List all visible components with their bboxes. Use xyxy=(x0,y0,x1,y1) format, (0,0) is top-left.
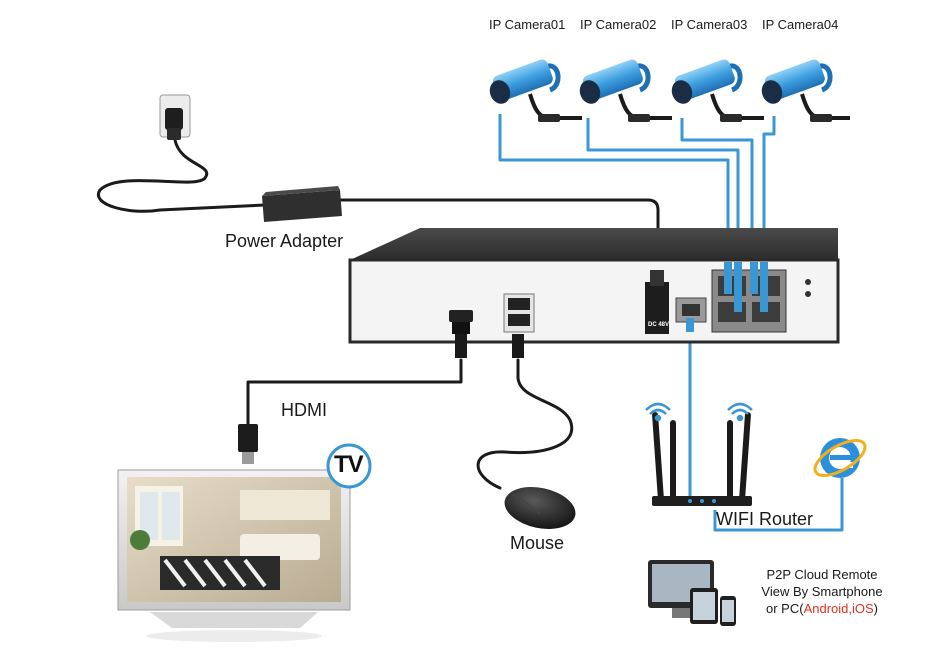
black-cables xyxy=(96,138,660,490)
lan-port xyxy=(675,297,707,332)
camera-cables xyxy=(498,116,844,532)
camera01-cable xyxy=(498,120,730,268)
power-adapter-label: Power Adapter xyxy=(225,231,344,251)
camera-label-3: IP Camera03 xyxy=(671,17,748,32)
p2p-line-2: View By Smartphone xyxy=(761,584,883,599)
camera-label-4: IP Camera04 xyxy=(762,17,839,32)
camera03-cable xyxy=(680,118,754,268)
p2p-line-3-prefix: or PC( xyxy=(766,601,804,616)
wall-plug-icon xyxy=(159,94,191,140)
nvr-recorder xyxy=(348,228,840,358)
reset-button xyxy=(805,291,811,297)
router-wan-cable xyxy=(713,478,844,532)
camera02-cable xyxy=(586,118,740,268)
dc-power-port xyxy=(645,270,669,334)
camera-label-1: IP Camera01 xyxy=(489,17,566,32)
p2p-caption: P2P Cloud Remote View By Smartphone or P… xyxy=(752,566,892,617)
tv-monitor-icon xyxy=(117,469,351,642)
tv-badge xyxy=(326,443,372,489)
ip-camera-icon-1 xyxy=(489,59,582,122)
dc-port-label: DC 48V xyxy=(648,322,670,328)
plug-cord xyxy=(96,138,267,213)
nvr-top xyxy=(350,228,838,262)
devices-icon xyxy=(648,560,736,626)
hdmi-label: HDMI xyxy=(281,400,327,420)
ip-camera-icon-2 xyxy=(579,59,672,122)
p2p-line-3: or PC(Android,iOS) xyxy=(752,600,892,617)
camera-label-2: IP Camera02 xyxy=(580,17,657,32)
adapter-output-cable xyxy=(338,198,660,270)
wifi-router-icon xyxy=(652,412,752,506)
p2p-platforms: Android,iOS xyxy=(803,601,874,616)
wifi-signal-icon-left xyxy=(645,402,671,422)
mouse-label: Mouse xyxy=(510,533,565,553)
ip-camera-icon-4 xyxy=(761,59,850,122)
usb-ports xyxy=(503,293,535,358)
ip-camera-icon-3 xyxy=(671,59,764,122)
internet-explorer-icon xyxy=(813,438,867,478)
wifi-signal-icon-right xyxy=(727,402,753,422)
poe-ports xyxy=(711,262,787,333)
p2p-line-1: P2P Cloud Remote xyxy=(766,567,878,582)
wifi-router-label: WIFI Router xyxy=(716,509,814,529)
tv-badge-label: TV xyxy=(334,451,364,478)
mouse-icon xyxy=(504,487,576,529)
hdmi-port xyxy=(449,310,473,358)
hdmi-connector xyxy=(238,424,258,464)
mouse-cable xyxy=(476,358,574,490)
p2p-line-3-suffix: ) xyxy=(873,601,878,616)
camera04-cable xyxy=(762,116,776,268)
hdmi-cable xyxy=(246,358,463,427)
power-adapter-icon xyxy=(262,186,342,222)
